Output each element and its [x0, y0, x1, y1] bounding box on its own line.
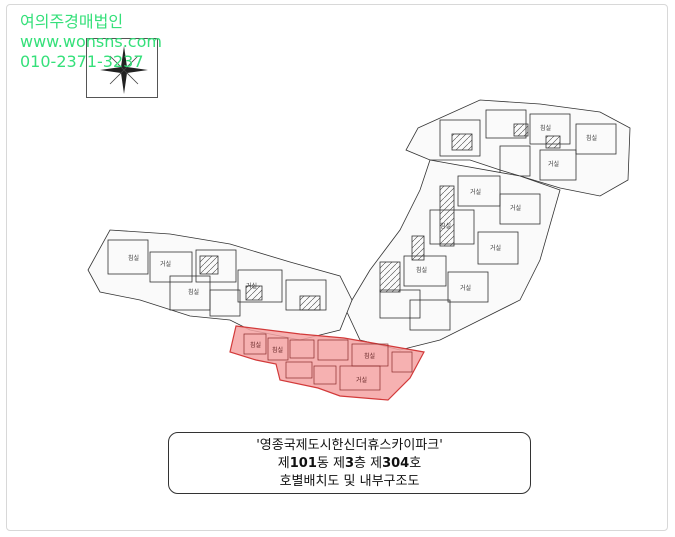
highlighted-unit-304: 침실 침실 침실 거실	[229, 325, 425, 401]
room-label: 침실	[540, 124, 551, 132]
caption-text: 제	[277, 456, 290, 471]
wing-spine	[345, 159, 561, 351]
watermark-website: www.wonsns.com	[20, 32, 162, 51]
wing-west	[87, 229, 353, 341]
caption-subtitle: 호별배치도 및 내부구조도	[279, 474, 420, 489]
caption-text: 호	[409, 456, 422, 471]
watermark-phone: 010-2371-3237	[20, 52, 144, 71]
caption-title: '영종국제도시한신더휴스카이파크'	[256, 438, 443, 453]
room-label: 침실	[250, 341, 261, 349]
compass-icon	[86, 38, 158, 98]
floor-number: 3	[344, 456, 355, 471]
caption-text: 층 제	[354, 456, 383, 471]
watermark: 여의주경매법인 www.wonsns.com 010-2371-3237	[20, 12, 162, 72]
room-label: 침실	[128, 254, 139, 262]
caption-unit: 제101동 제3층 제304호	[169, 455, 530, 473]
room-label: 거실	[356, 376, 367, 384]
room-label: 거실	[548, 160, 559, 168]
room-label: 거실	[470, 188, 481, 196]
unit-number: 304	[382, 456, 410, 471]
room-label: 거실	[160, 260, 171, 268]
room-label: 거실	[490, 244, 501, 252]
room-label: 침실	[586, 134, 597, 142]
room-label: 거실	[510, 204, 521, 212]
page-frame	[6, 4, 668, 531]
room-label: 거실	[246, 282, 257, 290]
room-label: 거실	[460, 284, 471, 292]
watermark-company: 여의주경매법인	[20, 12, 124, 31]
room-label: 침실	[416, 266, 427, 274]
room-label: 침실	[272, 346, 283, 354]
caption-text: 동 제	[316, 456, 345, 471]
building-number: 101	[289, 456, 317, 471]
wing-northeast	[405, 99, 631, 197]
room-label: 침실	[364, 352, 375, 360]
room-label: 침실	[440, 222, 451, 230]
room-label: 침실	[188, 288, 199, 296]
caption-box: '영종국제도시한신더휴스카이파크' 제101동 제3층 제304호 호별배치도 …	[168, 432, 531, 494]
